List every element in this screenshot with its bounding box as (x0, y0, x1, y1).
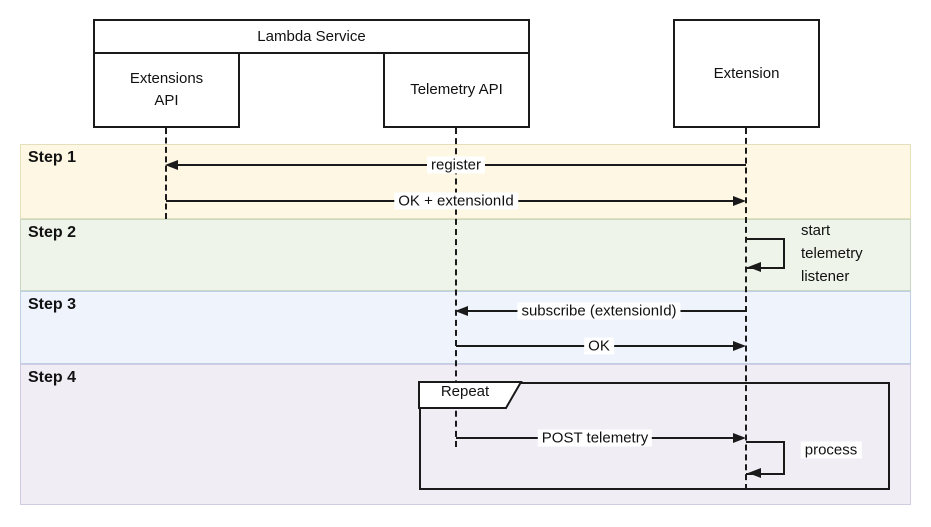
process-self-loop (746, 441, 785, 475)
repeat-fragment-label: Repeat (440, 383, 490, 400)
lambda-service-title: Lambda Service (257, 27, 366, 45)
telemetry-api-box: Telemetry API (383, 52, 530, 128)
extension-lifeline (745, 128, 747, 490)
start-listener-arrowhead-icon (748, 262, 761, 272)
step-1-label: Step 1 (28, 149, 77, 166)
ok-message-label: OK (584, 337, 614, 355)
extensions-api-box: Extensions API (93, 52, 240, 128)
step-4-label: Step 4 (28, 369, 77, 386)
step-3-label: Step 3 (28, 296, 77, 313)
post-telemetry-arrowhead-icon (733, 433, 746, 443)
process-arrowhead-icon (748, 468, 761, 478)
register-arrowhead-icon (165, 160, 178, 170)
ok-arrowhead-icon (733, 341, 746, 351)
extension-title: Extension (713, 64, 780, 82)
subscribe-arrowhead-icon (455, 306, 468, 316)
step-3-band (20, 291, 911, 364)
step-2-label: Step 2 (28, 224, 77, 241)
post-telemetry-message-label: POST telemetry (537, 429, 653, 447)
process-label: process (800, 441, 862, 459)
telemetry-api-title: Telemetry API (410, 81, 503, 99)
lambda-service-box: Lambda Service (93, 19, 530, 54)
start-listener-self-loop (746, 238, 785, 269)
repeat-fragment-frame (419, 382, 890, 490)
extensions-api-title: Extensions API (129, 70, 204, 109)
repeat-fragment-tab (418, 381, 526, 415)
telemetry-api-lifeline (455, 128, 457, 447)
repeat-tab-shape (418, 381, 523, 409)
subscribe-message-label: subscribe (extensionId) (517, 302, 681, 320)
step-2-band (20, 219, 911, 291)
register-message-label: register (426, 156, 486, 174)
start-telemetry-listener-label: start telemetry listener (801, 222, 863, 285)
ok-extensionid-message-label: OK + extensionId (394, 192, 518, 210)
extensions-api-lifeline (165, 128, 167, 219)
extension-box: Extension (673, 19, 820, 128)
ok-extensionid-arrowhead-icon (733, 196, 746, 206)
